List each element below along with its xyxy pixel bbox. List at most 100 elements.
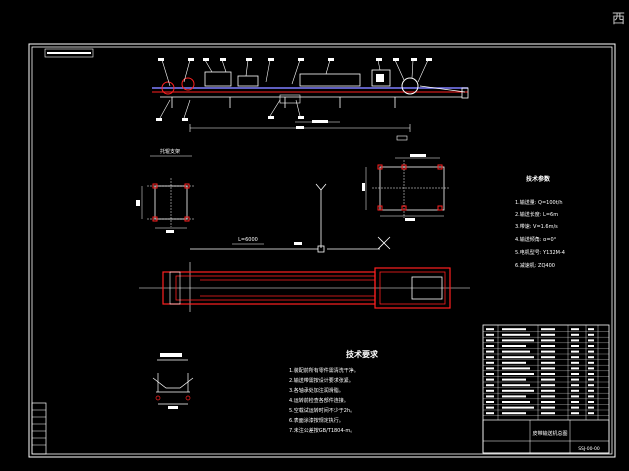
parts-row-text bbox=[502, 339, 534, 342]
skirt bbox=[237, 75, 259, 87]
parts-row-text bbox=[541, 333, 555, 336]
parts-row-text bbox=[502, 367, 530, 370]
tech-req-line-5: 5.空载试运转时间不少于2h。 bbox=[289, 407, 355, 414]
middle-frame bbox=[279, 94, 301, 104]
parts-row-text bbox=[588, 406, 594, 409]
dim-text-mid bbox=[312, 120, 328, 123]
drawing-code-box bbox=[44, 48, 94, 58]
parts-row-text bbox=[486, 384, 494, 387]
parts-row-text bbox=[571, 350, 579, 353]
parts-row-text bbox=[541, 328, 555, 331]
tech-param-4: 4.输送倾角: α=0° bbox=[515, 236, 557, 243]
detail-b-plate bbox=[379, 166, 445, 211]
parts-row-text bbox=[541, 361, 555, 364]
parts-row-text bbox=[571, 406, 579, 409]
parts-row-text bbox=[502, 345, 526, 347]
parts-row-text bbox=[486, 401, 494, 403]
parts-row-text bbox=[541, 395, 555, 398]
side-table bbox=[31, 402, 47, 455]
tech-requirements: 技术要求 1.装配前所有零件需清洗干净。 2.输送带需按设计要求张紧。 3.各轴… bbox=[289, 349, 379, 434]
parts-list-rows bbox=[483, 328, 609, 416]
parts-row-text bbox=[571, 373, 579, 375]
parts-row-text bbox=[571, 384, 579, 387]
parts-row-text bbox=[588, 361, 594, 364]
parts-row-text bbox=[541, 378, 555, 381]
parts-row-text bbox=[486, 350, 494, 353]
balloon-markers bbox=[156, 58, 432, 121]
parts-row-text bbox=[571, 412, 579, 415]
parts-row-text bbox=[502, 395, 526, 398]
snub-pulley bbox=[181, 77, 195, 91]
parts-row-text bbox=[486, 328, 494, 331]
axis-symbol bbox=[190, 183, 391, 253]
parts-row-text bbox=[571, 389, 579, 392]
inner-frame bbox=[31, 46, 613, 455]
side-table-lines bbox=[32, 409, 46, 446]
parts-row-text bbox=[486, 356, 494, 359]
parts-row-text bbox=[571, 345, 579, 347]
tech-req-title: 技术要求 bbox=[346, 349, 379, 359]
detail-a: 托辊支架 bbox=[136, 148, 195, 233]
parts-row-text bbox=[588, 412, 594, 415]
drawing-number: SSJ-00-00 bbox=[578, 446, 600, 452]
parts-row-text bbox=[502, 412, 526, 415]
parts-row-text bbox=[486, 389, 494, 392]
tech-req-line-3: 3.各轴承处加注润滑脂。 bbox=[289, 387, 344, 394]
tech-req-line-7: 7.未注公差按GB/T1804-m。 bbox=[289, 427, 355, 434]
length-label: L=6000 bbox=[238, 237, 258, 243]
parts-row-text bbox=[588, 401, 594, 403]
tech-param-5: 5.电机型号: Y132M-4 bbox=[515, 249, 565, 256]
parts-row-text bbox=[588, 367, 594, 370]
parts-row-text bbox=[588, 356, 594, 359]
parts-row-text bbox=[588, 339, 594, 342]
tech-req-line-4: 4.运转前检查各部件连接。 bbox=[289, 397, 349, 404]
parts-row-text bbox=[541, 412, 555, 415]
parts-row-text bbox=[588, 328, 594, 331]
tech-req-line-6: 6.表面涂漆按规定执行。 bbox=[289, 417, 344, 424]
parts-row-text bbox=[588, 345, 594, 347]
parts-row-text bbox=[502, 328, 526, 331]
parts-row-text bbox=[541, 350, 555, 353]
legs bbox=[171, 97, 396, 108]
parts-row-text bbox=[588, 333, 594, 336]
parts-row-text bbox=[502, 389, 534, 392]
parts-row-text bbox=[571, 356, 579, 359]
parts-row-text bbox=[571, 333, 579, 336]
parts-row-text bbox=[486, 406, 494, 409]
detail-b-label-bar bbox=[410, 154, 426, 157]
tech-req-line-1: 1.装配前所有零件需清洗干净。 bbox=[289, 367, 359, 374]
parts-row-text bbox=[588, 378, 594, 381]
dim-tag bbox=[396, 135, 408, 141]
outer-frame bbox=[28, 43, 616, 458]
parts-row-text bbox=[541, 373, 555, 375]
parts-row-text bbox=[588, 395, 594, 398]
head-chute bbox=[419, 85, 466, 93]
parts-row-text bbox=[502, 384, 530, 387]
parts-row-text bbox=[486, 367, 494, 370]
parts-row-text bbox=[486, 361, 494, 364]
parts-row-text bbox=[502, 373, 534, 375]
drive-pulley bbox=[401, 77, 419, 95]
motor-core bbox=[376, 74, 384, 82]
parts-row-text bbox=[541, 345, 555, 347]
parts-row-text bbox=[502, 361, 526, 364]
parts-row-text bbox=[502, 378, 526, 381]
tail-pulley bbox=[161, 81, 175, 95]
parts-row-text bbox=[541, 401, 555, 403]
parts-row-text bbox=[588, 350, 594, 353]
parts-row-text bbox=[571, 361, 579, 364]
parts-row-text bbox=[541, 339, 555, 342]
idler-label-bar bbox=[160, 353, 182, 357]
parts-row-text bbox=[502, 333, 530, 336]
parts-row-text bbox=[502, 350, 530, 353]
parts-row-text bbox=[502, 406, 534, 409]
parts-row-text bbox=[541, 356, 555, 359]
tech-params: 技术参数 1.输送量: Q=100t/h 2.输送长度: L=6m 3.带速: … bbox=[515, 175, 565, 269]
tech-param-1: 1.输送量: Q=100t/h bbox=[515, 199, 563, 206]
parts-row-text bbox=[571, 395, 579, 398]
parts-row-text bbox=[486, 378, 494, 381]
parts-row-text bbox=[571, 401, 579, 403]
leader-lines bbox=[159, 59, 429, 119]
